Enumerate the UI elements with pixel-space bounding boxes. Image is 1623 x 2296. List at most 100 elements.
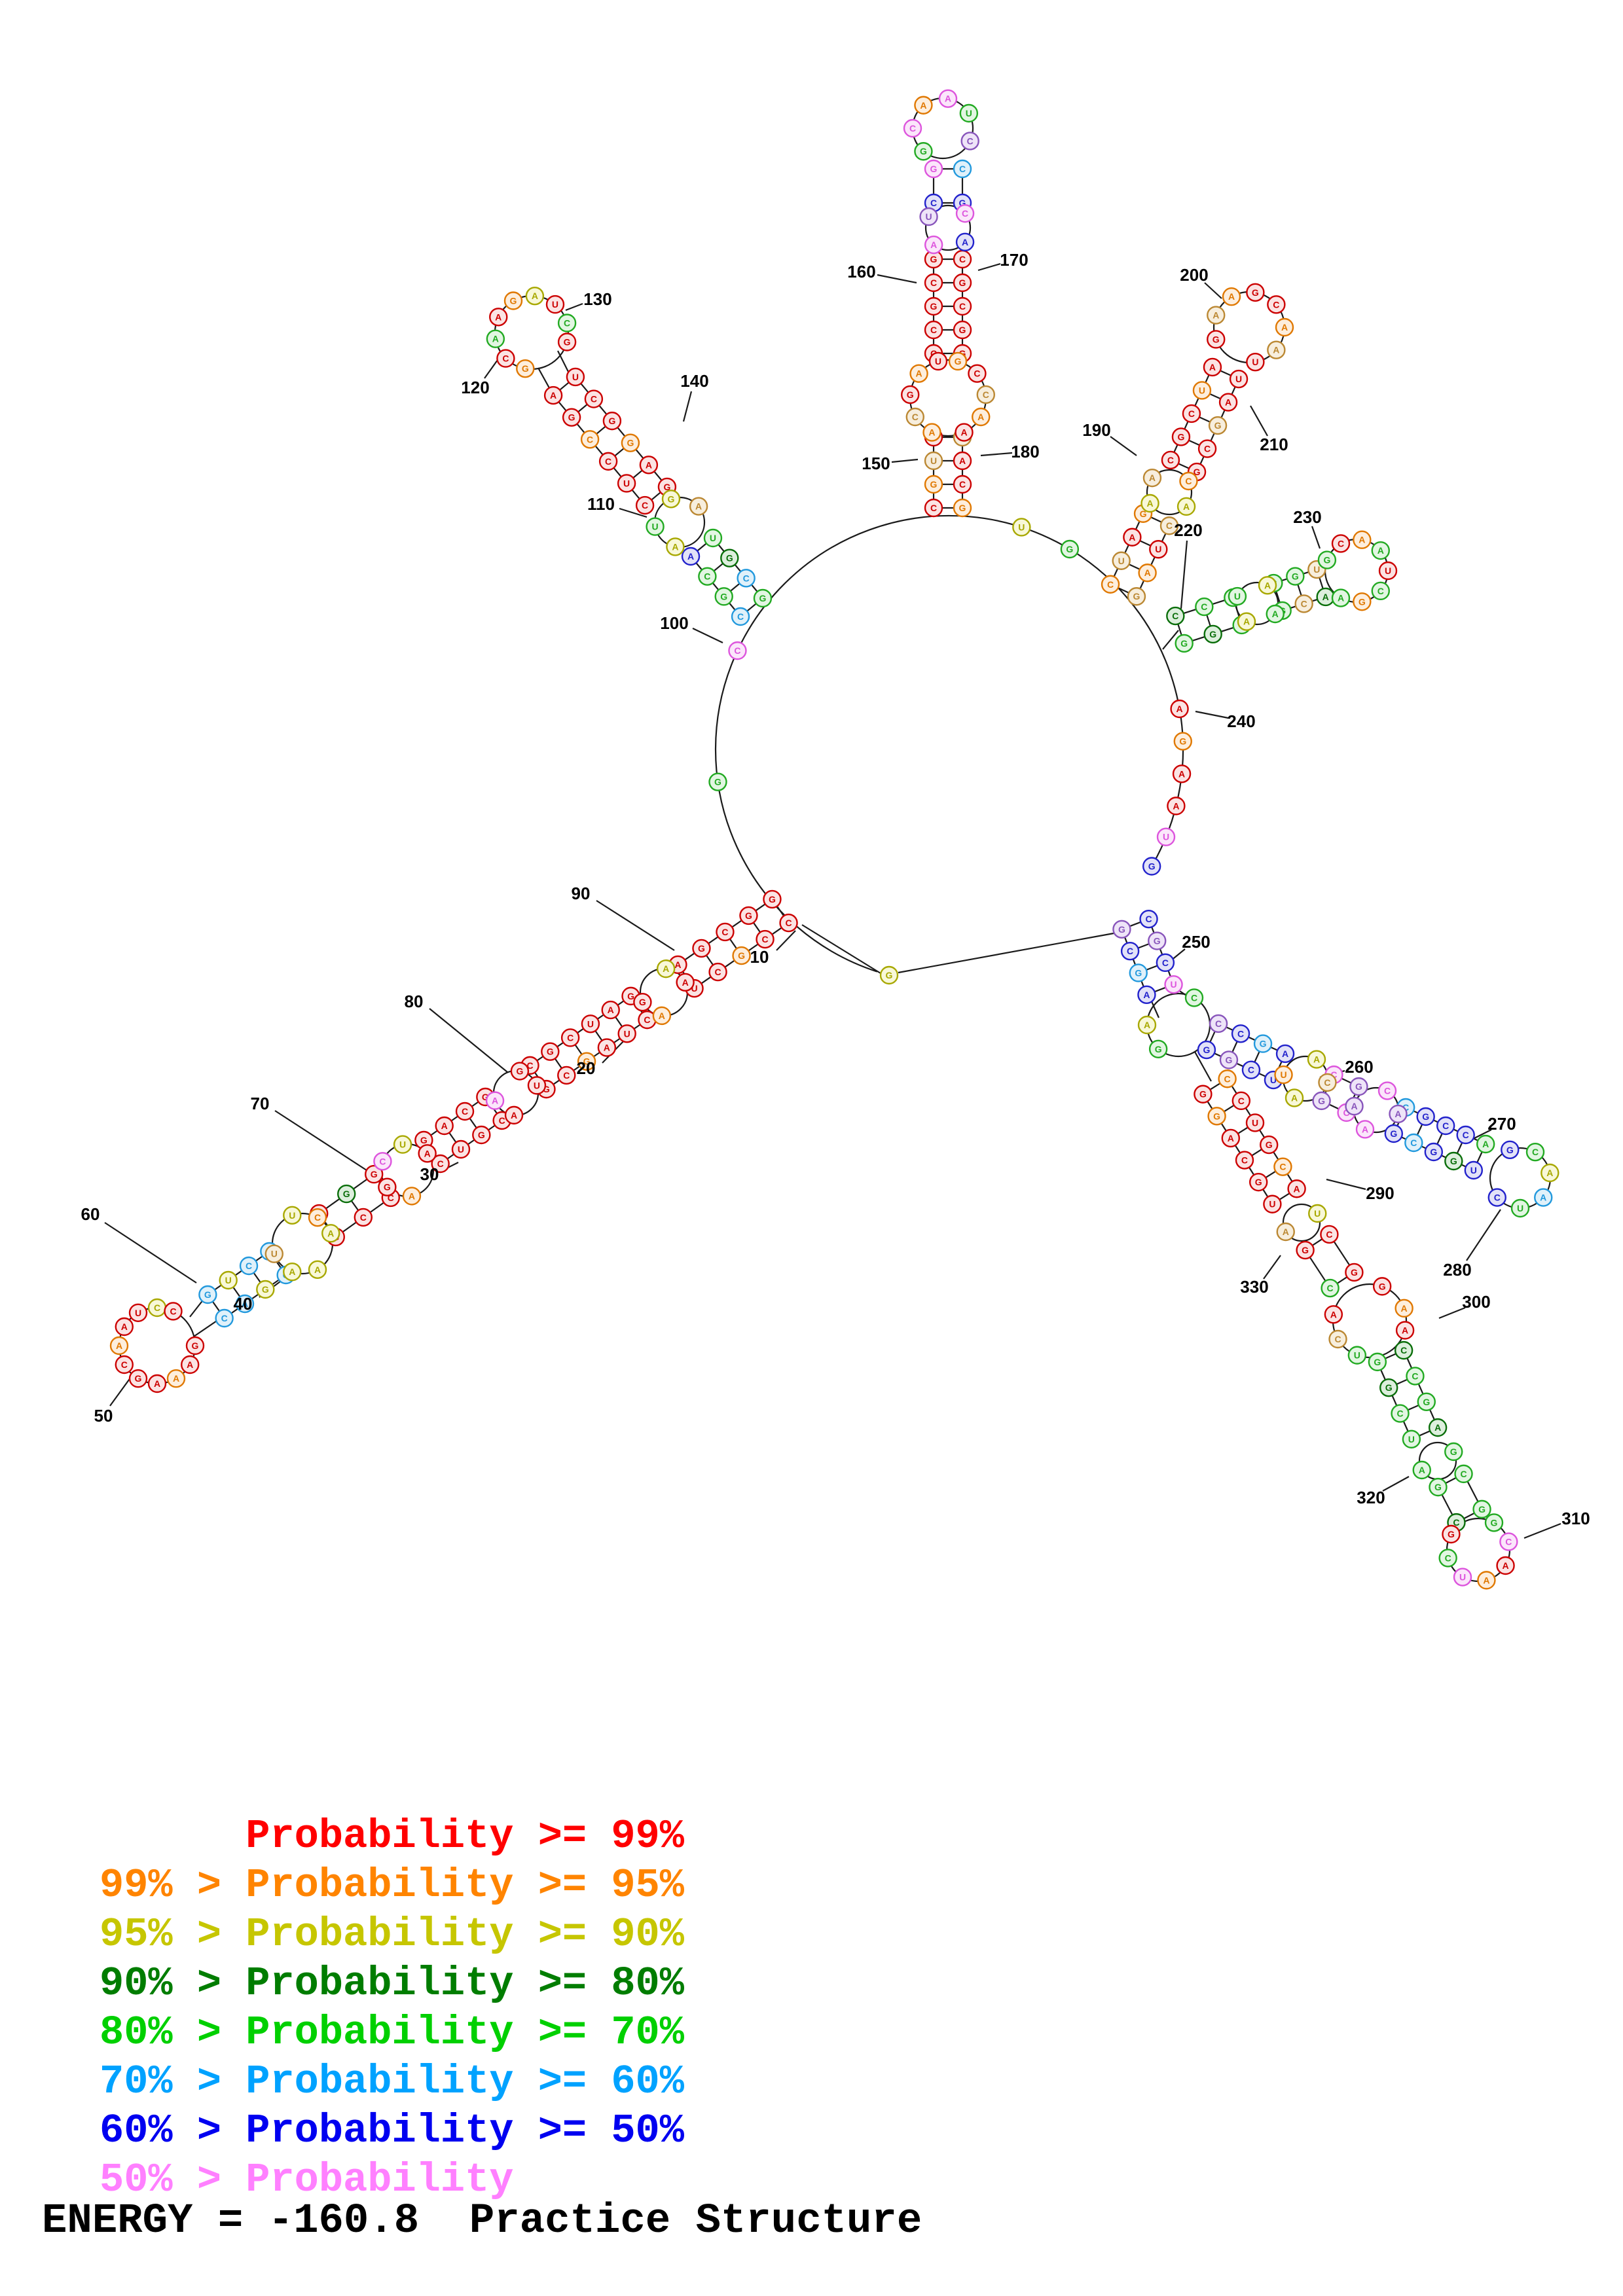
nucleotide [527, 1076, 547, 1095]
nucleotide [485, 1091, 505, 1110]
nucleotide [1541, 1163, 1559, 1183]
nucleotide [1331, 534, 1351, 553]
nucleotide [1173, 732, 1192, 751]
position-label: 210 [1260, 435, 1288, 454]
nucleotide [731, 607, 750, 626]
nucleotide-letter: A [1264, 580, 1271, 590]
nucleotide-letter: A [1395, 1109, 1401, 1119]
nucleotide-letter: C [912, 412, 919, 422]
nucleotide-letter: C [785, 918, 792, 928]
nucleotide [692, 939, 711, 958]
nucleotide-letter: G [1252, 287, 1259, 298]
nucleotide [924, 320, 943, 340]
nucleotide-letter: C [1324, 1077, 1330, 1088]
nucleotide [1308, 1204, 1327, 1223]
nucleotide-letter: A [1483, 1575, 1489, 1585]
nucleotide [763, 889, 782, 909]
nucleotide-letter: G [1292, 571, 1299, 582]
nucleotide [1167, 797, 1186, 816]
position-label: 270 [1487, 1114, 1516, 1134]
nucleotide-letter: C [1224, 1073, 1231, 1084]
nucleotide [418, 1144, 437, 1163]
nucleotide [1453, 1568, 1472, 1587]
nucleotide [1166, 606, 1185, 626]
nucleotide [922, 423, 941, 442]
nucleotide-letter: G [1154, 936, 1161, 946]
nucleotide-letter: U [1385, 565, 1391, 576]
position-label: 130 [583, 289, 611, 309]
nucleotide-letter: G [663, 482, 670, 492]
nucleotide-letter: C [1494, 1193, 1501, 1203]
nucleotide [1229, 369, 1249, 389]
nucleotide-letter: C [1326, 1229, 1332, 1240]
nucleotide-letter: G [1318, 1096, 1325, 1106]
nucleotide-letter: C [1327, 1283, 1334, 1293]
nucleotide [756, 929, 775, 949]
nucleotide-letter: G [343, 1189, 350, 1199]
nucleotide [219, 1270, 238, 1290]
nucleotide-letter: U [624, 1028, 630, 1039]
nucleotide-letter: A [1146, 498, 1153, 509]
nucleotide [1149, 540, 1168, 559]
nucleotide-letter: C [1215, 1018, 1222, 1029]
nucleotide [1510, 1198, 1530, 1218]
nucleotide-letter: U [1018, 522, 1025, 532]
nucleotide-letter: C [1445, 1552, 1451, 1563]
nucleotide-letter: C [1166, 520, 1173, 531]
nucleotide [1496, 1556, 1515, 1575]
nucleotide [198, 1285, 217, 1304]
nucleotide-letter: A [441, 1121, 448, 1131]
legend-line: 95% > Probability >= 90% [100, 1911, 684, 1958]
nucleotide-letter: A [1546, 1168, 1553, 1178]
nucleotide [597, 1038, 617, 1057]
nucleotide-letter: G [1209, 629, 1216, 639]
nucleotide-letter: U [458, 1144, 464, 1155]
probability-legend: Probability >= 99%99% > Probability >= 9… [100, 1812, 684, 2204]
nucleotide-letter: G [1140, 509, 1147, 519]
nucleotide-letter: G [1423, 1397, 1430, 1407]
nucleotide [1444, 1151, 1463, 1171]
position-label: 150 [862, 454, 890, 473]
nucleotide [486, 329, 505, 348]
position-label: 170 [1000, 250, 1028, 270]
nucleotide [1207, 306, 1226, 325]
nucleotide-letter: C [1146, 914, 1152, 924]
nucleotide [716, 922, 735, 942]
nucleotide [1318, 1073, 1337, 1092]
nucleotide [1355, 1120, 1375, 1139]
nucleotide [451, 1139, 471, 1159]
nucleotide [1412, 1460, 1431, 1480]
nucleotide-letter: C [1238, 1096, 1245, 1106]
nucleotide-letter: C [1396, 1408, 1403, 1419]
nucleotide [1347, 1346, 1367, 1365]
nucleotide-letter: C [1107, 579, 1114, 590]
nucleotide [1274, 1065, 1293, 1085]
nucleotide [602, 411, 622, 431]
nucleotide-letter: C [734, 645, 740, 656]
nucleotide [1184, 988, 1204, 1007]
nucleotide-letter: A [1401, 1303, 1408, 1314]
nucleotide-letter: G [1066, 544, 1073, 554]
nucleotide [698, 567, 717, 586]
nucleotide-letter: U [1118, 556, 1125, 566]
nucleotide [1406, 1367, 1425, 1386]
nucleotide [1203, 357, 1222, 377]
nucleotide [901, 385, 920, 404]
nucleotide [1219, 1050, 1239, 1069]
nucleotide-letter: C [1172, 611, 1178, 621]
nucleotide [1402, 1429, 1421, 1449]
nucleotide-letter: C [743, 573, 750, 583]
nucleotide [1345, 1263, 1364, 1282]
nucleotide-letter: C [737, 611, 744, 622]
nucleotide [1263, 1194, 1282, 1213]
nucleotide-letter: C [1167, 455, 1174, 465]
nucleotide-letter: C [154, 1302, 160, 1313]
nucleotide-letter: A [532, 291, 538, 301]
position-label: 160 [847, 262, 875, 281]
nucleotide [633, 993, 652, 1012]
nucleotide-letter: C [121, 1359, 128, 1370]
nucleotide-letter: C [587, 434, 593, 444]
nucleotide [1197, 439, 1217, 458]
legend-line: 80% > Probability >= 70% [100, 2009, 684, 2056]
nucleotide [714, 587, 733, 606]
